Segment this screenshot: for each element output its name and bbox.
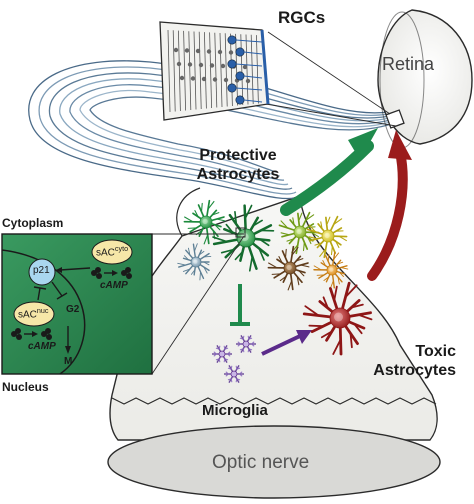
m-label: M <box>64 356 72 367</box>
optic-nerve-body <box>110 196 437 440</box>
toxic-astrocytes-line1: Toxic <box>346 342 456 361</box>
retina-label: Retina <box>382 54 434 75</box>
optic-nerve-label: Optic nerve <box>212 452 309 474</box>
protective-arrow <box>286 128 378 210</box>
camp-nuc-label: cAMP <box>28 341 56 352</box>
rgc-soma <box>228 36 236 44</box>
toxic-arrow <box>372 130 412 276</box>
rgc-soma <box>236 72 244 80</box>
p21-label: p21 <box>33 265 50 276</box>
sac-nuc-main: sAC <box>18 309 37 320</box>
nucleus-label: Nucleus <box>2 380 49 394</box>
rgc-soma <box>236 48 244 56</box>
sac-cyto-label: sACcyto <box>96 244 128 258</box>
protective-astrocytes-line2: Astrocytes <box>178 165 298 184</box>
rgc-soma <box>228 84 236 92</box>
cytoplasm-label: Cytoplasm <box>2 216 63 230</box>
toxic-astrocytes-label: Toxic Astrocytes <box>346 342 456 380</box>
toxic-astrocytes-line2: Astrocytes <box>346 361 456 380</box>
microglia-label: Microglia <box>202 402 268 419</box>
rgc-panel <box>160 22 268 120</box>
sac-cyto-sup: cyto <box>115 244 128 253</box>
protective-astrocytes-label: Protective Astrocytes <box>178 146 298 184</box>
g2-label: G2 <box>66 304 79 315</box>
sac-cyto-main: sAC <box>96 247 115 258</box>
protective-astrocytes-line1: Protective <box>178 146 298 165</box>
sac-nuc-sup: nuc <box>37 306 49 315</box>
rgcs-label: RGCs <box>278 8 325 28</box>
retina-eyeball <box>266 10 472 148</box>
camp-cyto-label: cAMP <box>100 280 128 291</box>
rgc-soma <box>236 96 244 104</box>
sac-nuc-label: sACnuc <box>18 306 49 320</box>
rgc-soma <box>228 60 236 68</box>
